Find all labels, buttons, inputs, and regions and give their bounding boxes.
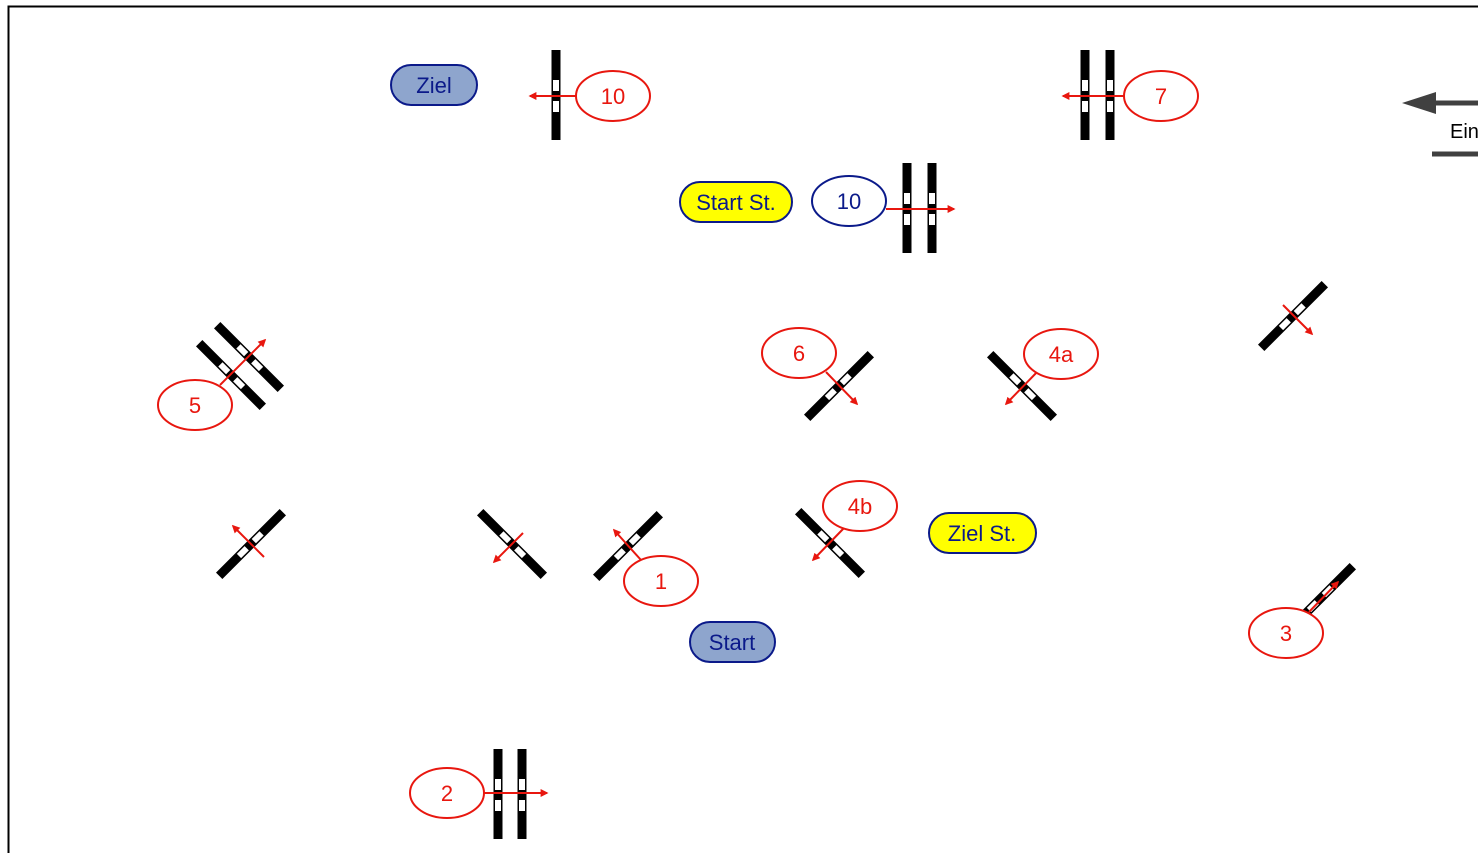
entrance-label: Ein	[1450, 121, 1478, 143]
obstacle-number-5	[157, 379, 233, 431]
obstacle-label-2: 2	[441, 781, 453, 806]
obstacle-number-10	[811, 175, 887, 227]
obstacle-4a: 4a	[986, 328, 1099, 422]
start-label: Start	[709, 630, 755, 655]
obstacle-8: 10	[528, 50, 651, 140]
obstacle-6: 6	[761, 327, 875, 422]
course-frame	[7, 5, 1478, 853]
goal-st-marker: Ziel St.	[928, 512, 1037, 554]
obstacle-2: 2	[409, 749, 549, 839]
obstacle-4b: 4b	[794, 480, 898, 579]
obstacle-label-8: 10	[601, 84, 625, 109]
obstacle-7: 7	[1061, 50, 1199, 140]
obstacle-label-3: 3	[1280, 621, 1292, 646]
start-st-label: Start St.	[696, 190, 775, 215]
obstacle-label-7: 7	[1155, 84, 1167, 109]
goal-marker: Ziel	[390, 64, 478, 106]
obstacle-label-5: 5	[189, 393, 201, 418]
obstacle-3: 3	[1248, 562, 1357, 659]
obstacle-number-4a	[1023, 328, 1099, 380]
obstacle-number-3	[1248, 607, 1324, 659]
obstacle-label-10: 10	[837, 189, 861, 214]
obstacle-number-2	[409, 767, 485, 819]
entrance-indicator: Ein	[1402, 92, 1478, 157]
obstacle-number-6	[761, 327, 837, 379]
obstacle-unnumbered-center-left	[476, 508, 548, 580]
obstacle-1: 1	[592, 510, 699, 607]
start-marker: Start	[689, 621, 776, 663]
obstacle-5: 5	[157, 321, 285, 431]
obstacle-10: 10	[811, 163, 956, 253]
obstacle-number-1	[623, 555, 699, 607]
obstacle-unnumbered-top-right	[1257, 280, 1329, 352]
goal-label: Ziel	[416, 73, 451, 98]
obstacle-number-8	[575, 70, 651, 122]
goal-st-label: Ziel St.	[948, 521, 1016, 546]
obstacle-label-4b: 4b	[848, 494, 872, 519]
obstacle-label-6: 6	[793, 341, 805, 366]
obstacle-label-4a: 4a	[1049, 342, 1074, 367]
obstacle-unnumbered-left	[215, 508, 287, 580]
start-st-marker: Start St.	[679, 181, 793, 223]
obstacle-number-4b	[822, 480, 898, 532]
obstacle-number-7	[1123, 70, 1199, 122]
obstacle-label-1: 1	[655, 569, 667, 594]
